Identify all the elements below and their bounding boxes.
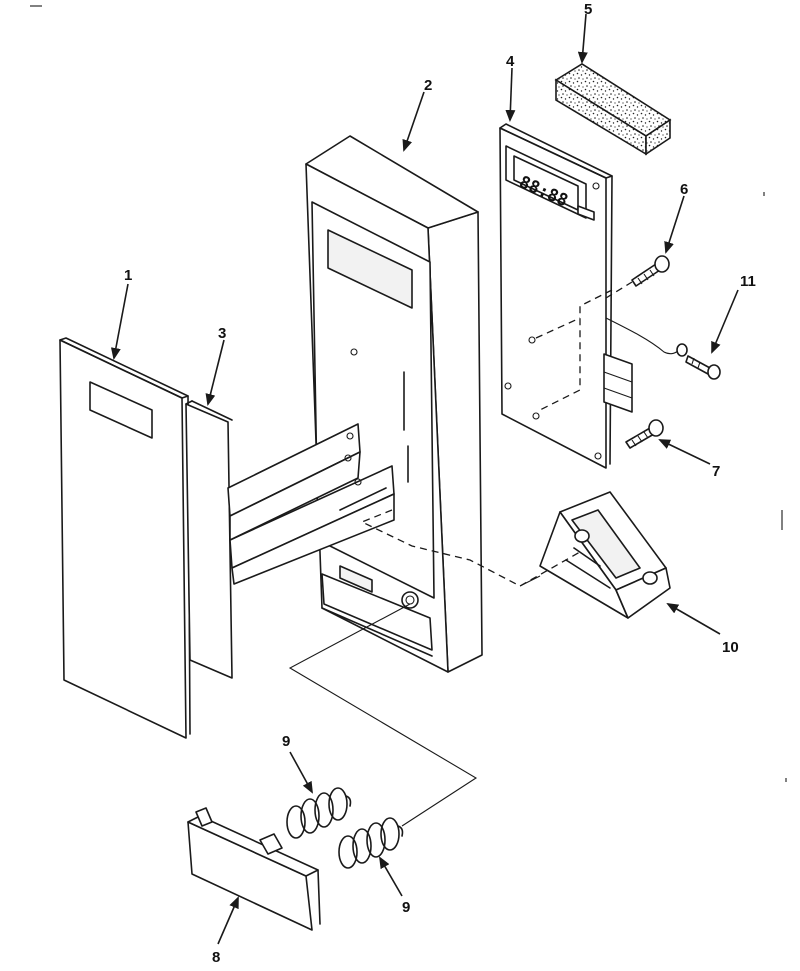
- label-part-9-upper: 9: [282, 733, 290, 750]
- leader-arrows: [110, 13, 739, 945]
- label-part-4: 4: [506, 53, 515, 70]
- part-2-control-frame: [227, 135, 483, 673]
- connection-line: [288, 603, 478, 827]
- part-9-spring-upper: [286, 787, 352, 839]
- part-9-spring-lower: [338, 817, 404, 869]
- scan-specks: [30, 5, 787, 782]
- label-part-8: 8: [212, 949, 220, 966]
- part-labels: 1 2 3 4 5 6 7 8 9 9 10 11: [124, 1, 756, 966]
- part-4-circuit-board: 88:88: [499, 123, 681, 469]
- label-part-1: 1: [124, 267, 132, 284]
- part-10-latch-assembly: [360, 491, 671, 619]
- part-6-screw: [605, 255, 670, 299]
- part-1-front-panel: [59, 337, 191, 739]
- part-8-door-button: [187, 807, 321, 931]
- label-part-7: 7: [712, 463, 720, 480]
- part-7-screw: [625, 419, 664, 449]
- label-part-3: 3: [218, 325, 226, 342]
- label-part-11: 11: [740, 273, 756, 290]
- part-5-foam-block: [554, 63, 672, 156]
- label-part-9-lower: 9: [402, 899, 410, 916]
- part-11-screw: [676, 343, 721, 380]
- label-part-5: 5: [584, 1, 592, 18]
- label-part-10: 10: [722, 639, 739, 656]
- part-3-sheet: [185, 400, 233, 679]
- label-part-2: 2: [424, 77, 432, 94]
- label-part-6: 6: [680, 181, 688, 198]
